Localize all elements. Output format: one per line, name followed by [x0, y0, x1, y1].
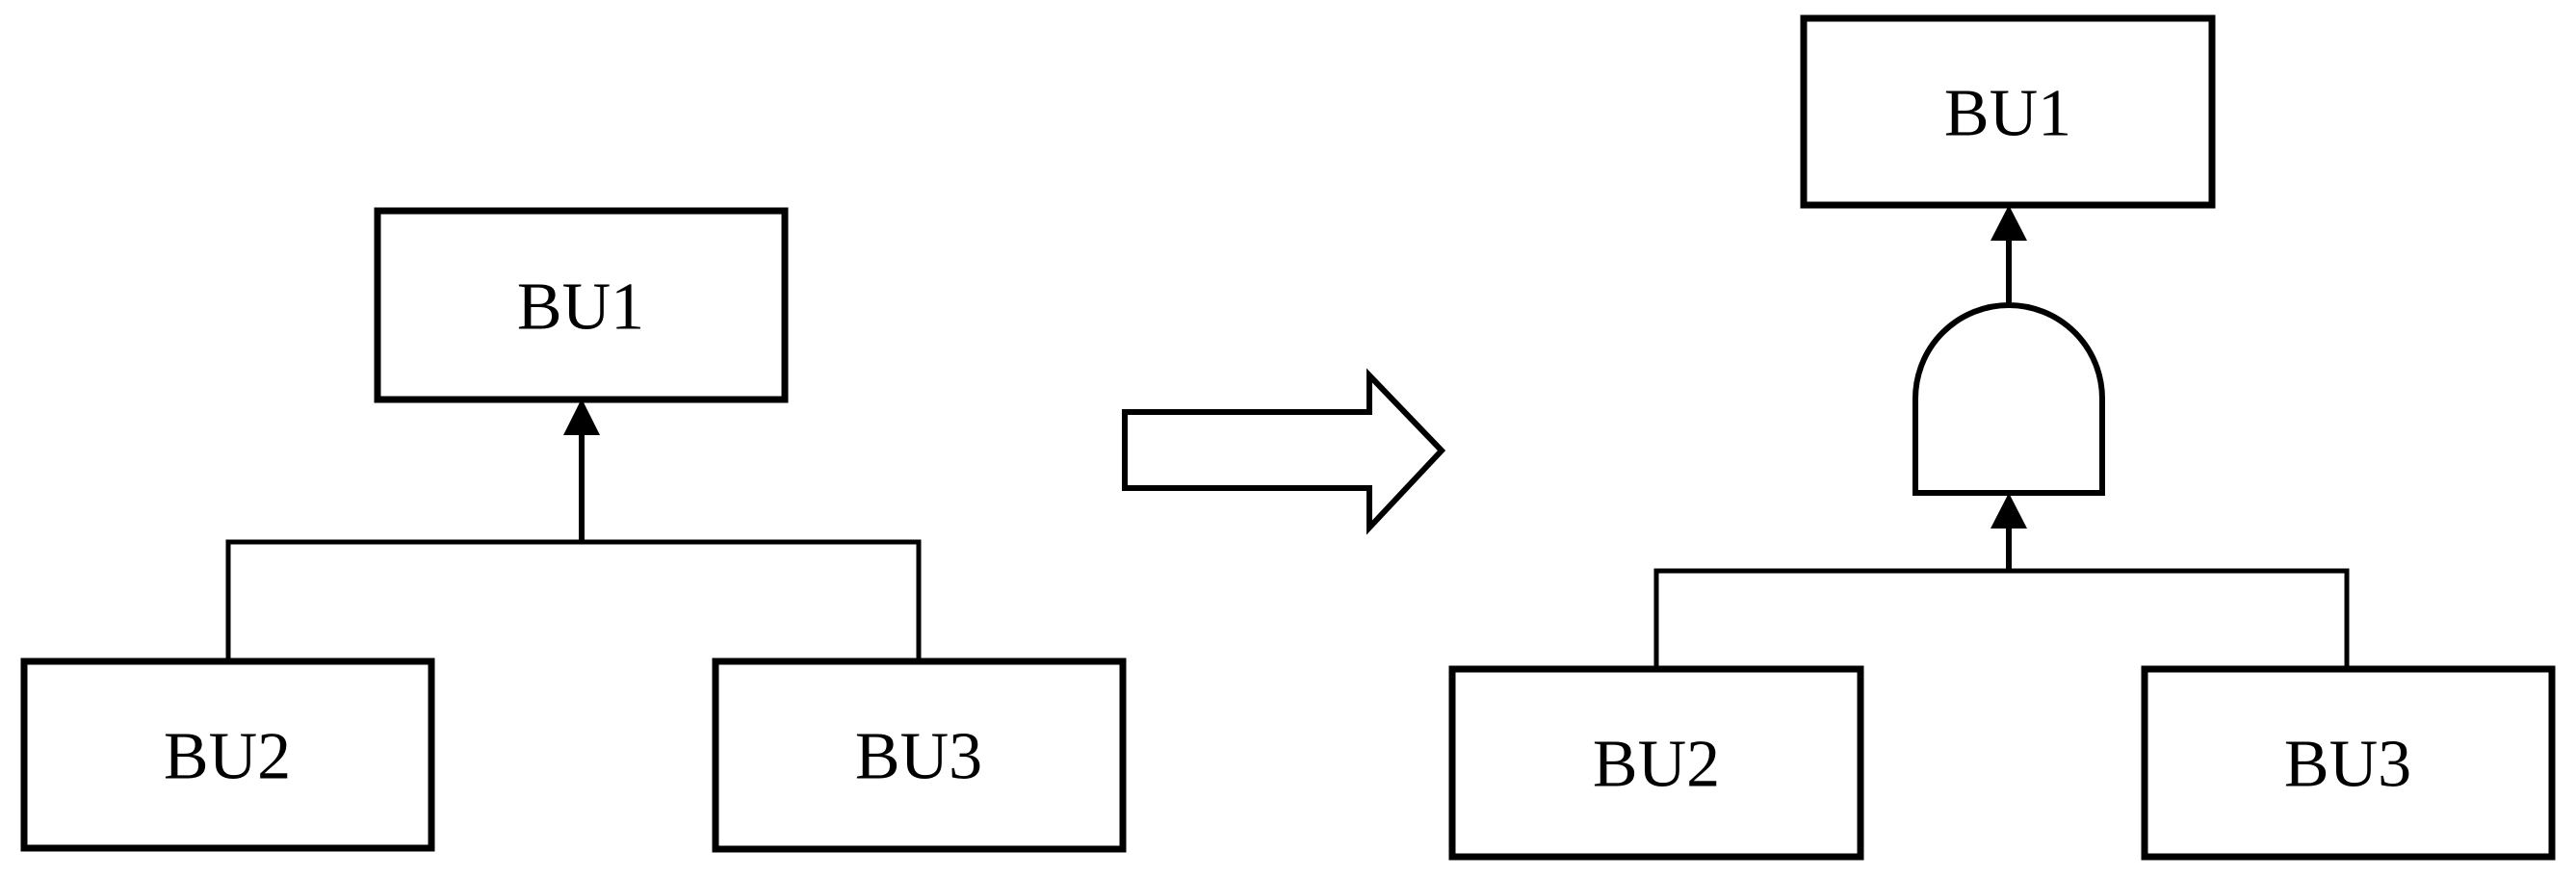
left-bu1-label: BU1: [517, 271, 644, 345]
right-diagram: BU1 BU2 BU3: [1448, 14, 2556, 861]
right-bu1-label: BU1: [1944, 77, 2071, 151]
left-bu2-label: BU2: [164, 720, 291, 794]
left-bu2-box: [20, 658, 435, 852]
right-bu1-box: [1800, 14, 2216, 209]
left-bu3-label: BU3: [855, 720, 982, 794]
left-bu3-box: [712, 658, 1127, 853]
and-gate-icon: [1912, 302, 2105, 496]
left-bu1-box: [374, 207, 789, 403]
right-lower-up-arrowhead-icon: [1991, 493, 2027, 529]
right-connector-line: [1653, 568, 2350, 669]
right-upper-up-arrow-icon: [1991, 205, 2027, 305]
right-lower-up-arrow-icon: [1991, 493, 2027, 571]
right-bu3-label: BU3: [2284, 728, 2411, 802]
right-bu2-box: [1448, 665, 1864, 861]
transform-arrow-icon: [1122, 368, 1446, 535]
left-up-arrow-icon: [563, 399, 600, 542]
left-up-arrowhead-icon: [563, 399, 600, 435]
right-bu3-box: [2141, 665, 2556, 861]
left-connector-line: [225, 539, 922, 661]
right-upper-up-arrowhead-icon: [1991, 205, 2027, 241]
right-bu2-label: BU2: [1593, 728, 1720, 802]
left-diagram: BU1 BU2 BU3: [20, 207, 1127, 853]
